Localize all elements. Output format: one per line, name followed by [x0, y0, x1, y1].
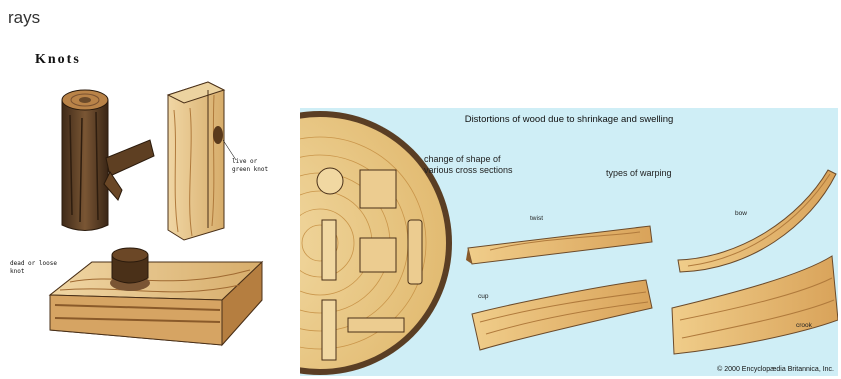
warping-diagram: Distortions of wood due to shrinkage and…: [300, 108, 838, 376]
live-knot-label-line1: live or: [232, 158, 257, 165]
cross-sections-line2: various cross sections: [424, 165, 513, 176]
warping-illustration: [300, 108, 838, 376]
copyright-notice: © 2000 Encyclopædia Britannica, Inc.: [717, 366, 834, 373]
live-knot-label-line2: green knot: [232, 166, 268, 173]
log-cross-section: [300, 111, 452, 375]
cross-sections-line1: change of shape of: [424, 154, 501, 165]
dead-knot-label-line1: dead or loose: [10, 260, 57, 267]
dead-knot-label-line2: knot: [10, 268, 24, 275]
board-dead-knot: [50, 248, 262, 345]
bow-label: bow: [735, 210, 747, 217]
types-of-warping-label: types of warping: [606, 168, 672, 179]
knots-illustration: [0, 0, 300, 379]
cup-label: cup: [478, 293, 488, 300]
plank-live-knot: [168, 82, 224, 240]
log-with-branch: [62, 90, 154, 231]
twist-board: [466, 226, 652, 264]
crook-label: crook: [796, 322, 812, 329]
cup-board: [472, 280, 652, 350]
warping-title: Distortions of wood due to shrinkage and…: [300, 114, 838, 125]
twist-label: twist: [530, 215, 543, 222]
bow-board: [678, 170, 836, 272]
